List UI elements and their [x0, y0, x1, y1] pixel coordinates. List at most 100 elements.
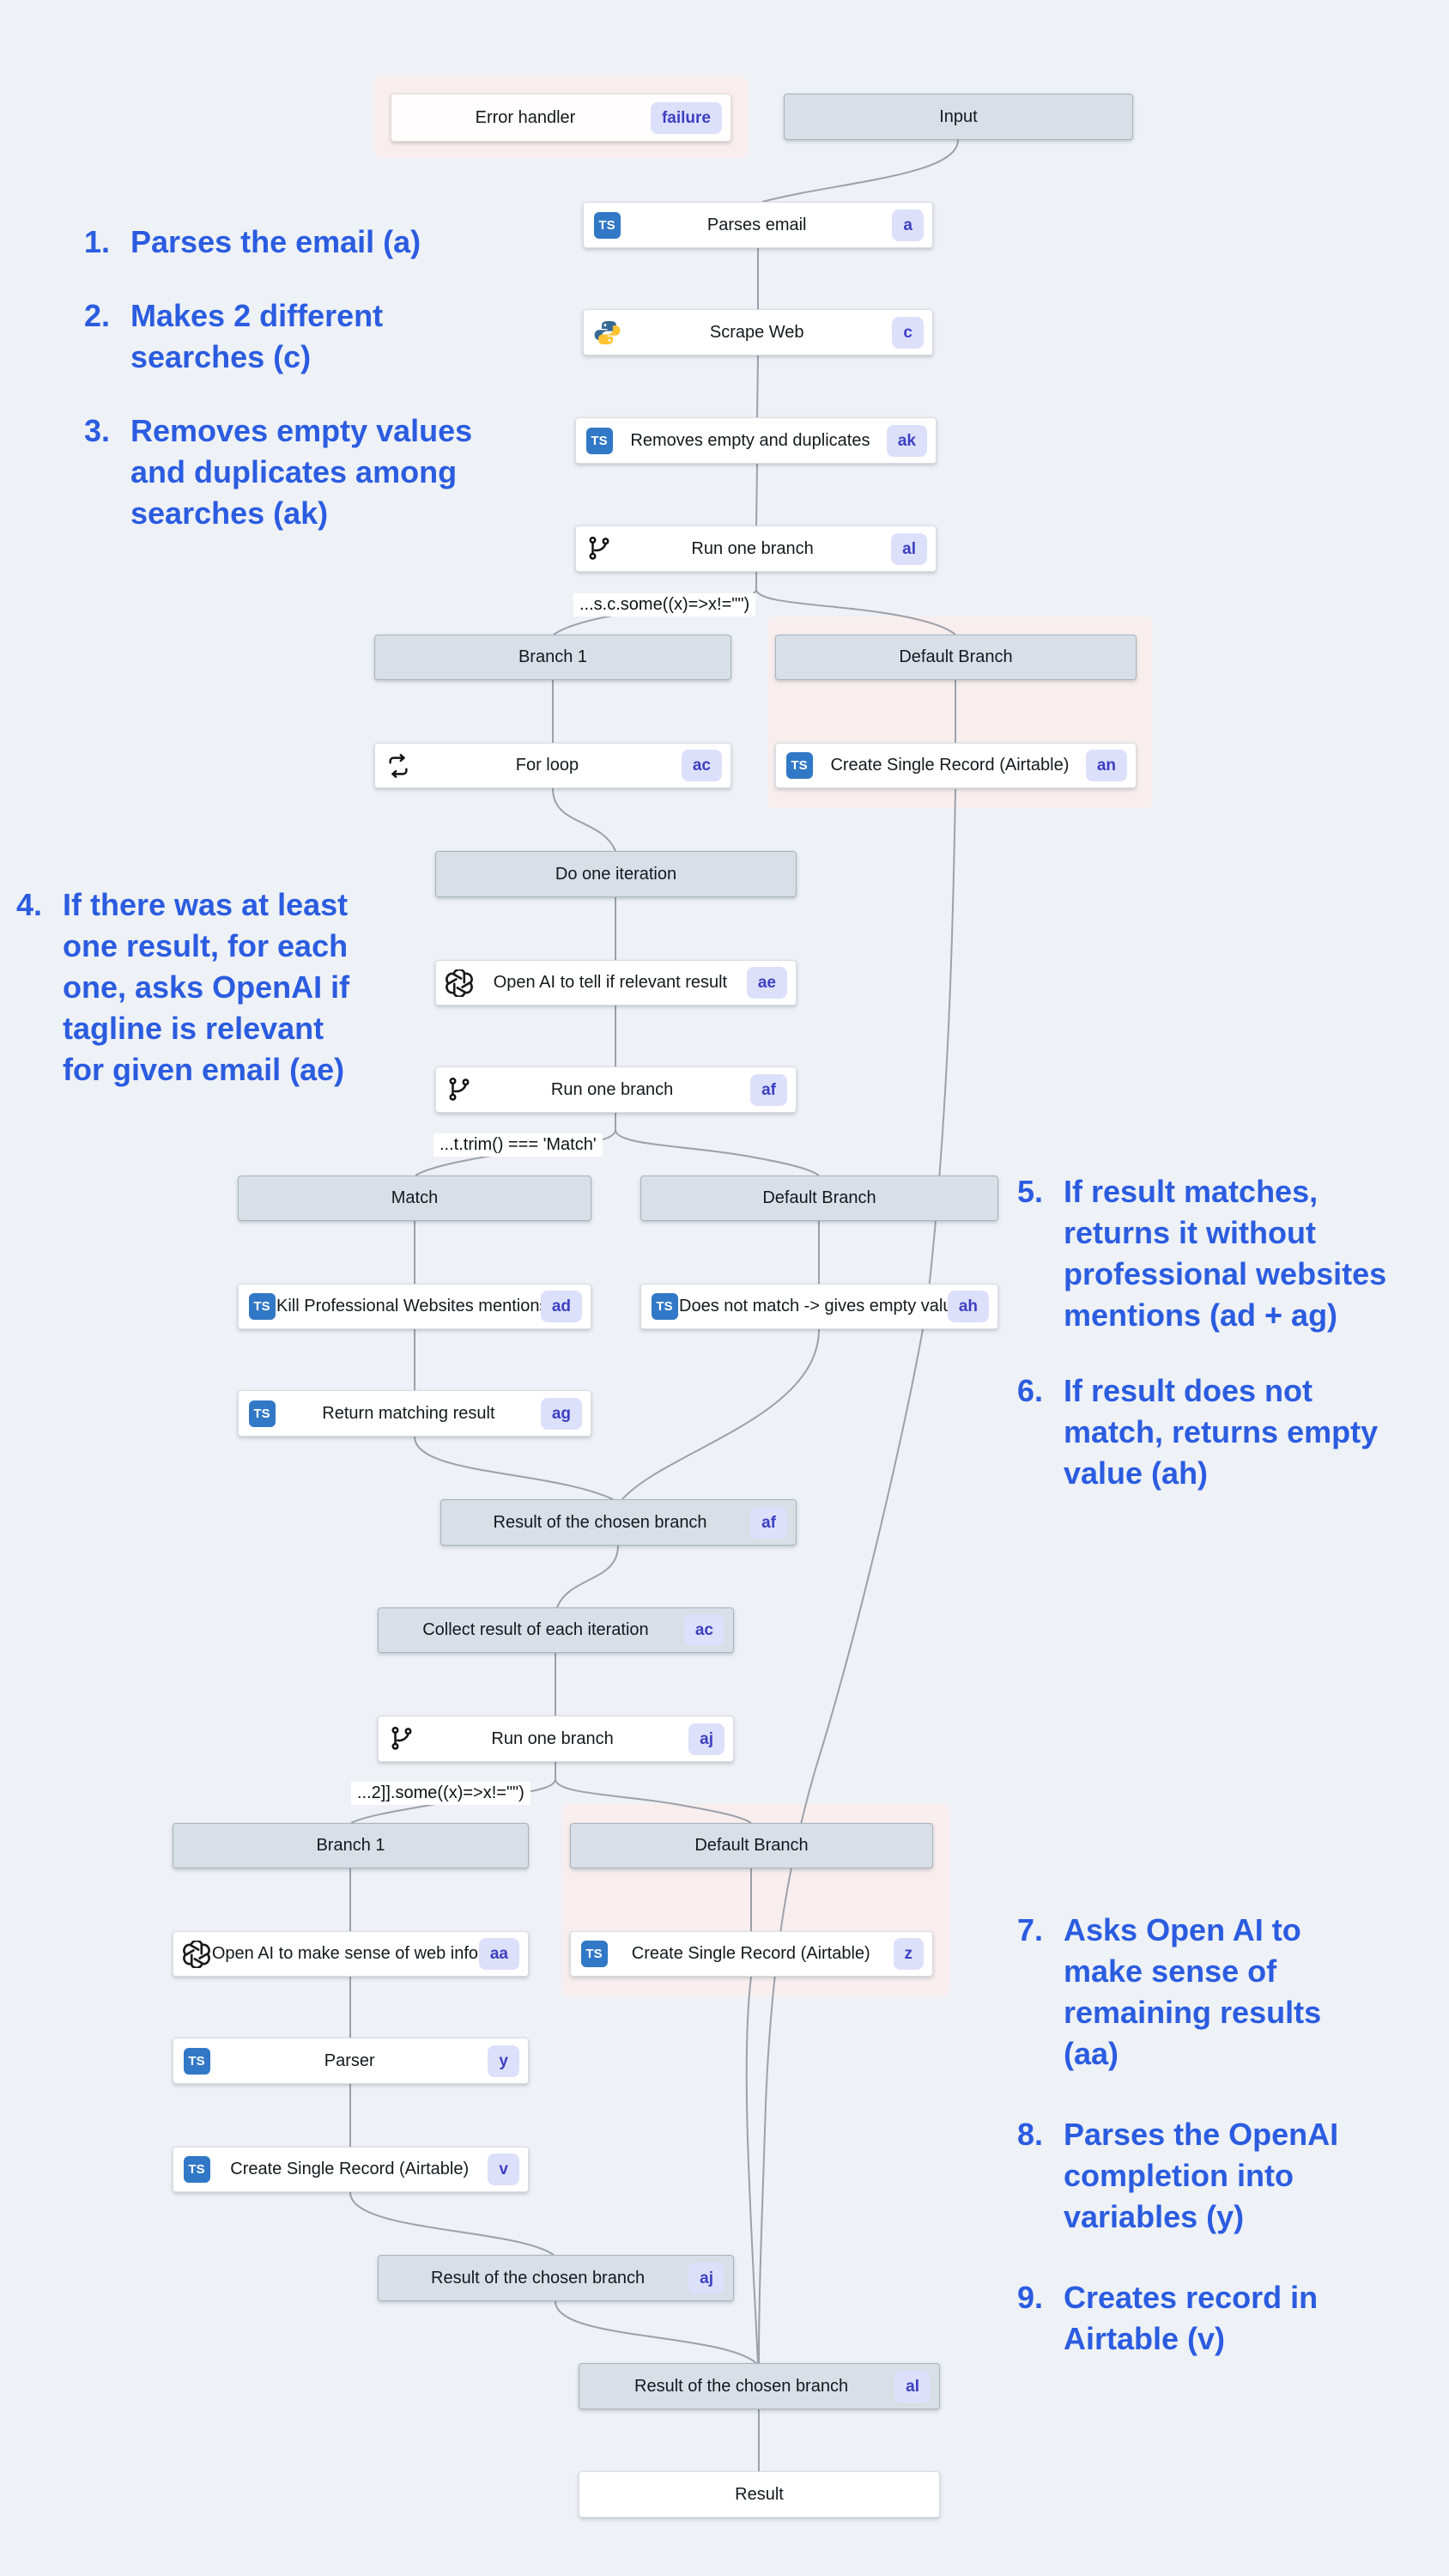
node-removes-empty-duplicates[interactable]: TS Removes empty and duplicates ak [575, 417, 937, 464]
node-label: Default Branch [899, 647, 1013, 666]
node-badge: v [488, 2154, 519, 2185]
notes-block-4: 7.Asks Open AI to make sense of remainin… [1017, 1910, 1338, 2360]
node-default-branch-header-2[interactable]: Default Branch [640, 1176, 998, 1221]
node-branch-1-header-2[interactable]: Branch 1 [173, 1823, 529, 1868]
node-result-of-chosen-branch-al[interactable]: Result of the chosen branch al [579, 2363, 940, 2409]
node-label: Default Branch [694, 1836, 809, 1855]
branch-condition-3: ...2]].some((x)=>x!="") [351, 1782, 530, 1805]
node-label: Does not match -> gives empty value [679, 1297, 948, 1315]
typescript-icon: TS [579, 1940, 609, 1969]
node-badge: ac [681, 750, 722, 781]
node-label: Error handler [475, 107, 576, 127]
node-badge: ac [683, 1614, 724, 1646]
node-parser[interactable]: TS Parser y [173, 2038, 529, 2084]
node-do-one-iteration[interactable]: Do one iteration [435, 851, 797, 897]
node-default-branch-header-1[interactable]: Default Branch [775, 635, 1137, 680]
node-match-header[interactable]: Match [238, 1176, 591, 1221]
node-label: Match [391, 1188, 439, 1207]
note-5: 5.If result matches, returns it without … [1017, 1174, 1387, 1333]
node-badge: ah [947, 1291, 989, 1322]
node-input[interactable]: Input [784, 94, 1133, 140]
node-run-one-branch-al[interactable]: Run one branch al [575, 526, 937, 572]
node-badge: aj [688, 2262, 724, 2294]
note-2: 2.Makes 2 different searches (c) [84, 298, 384, 374]
node-label: Kill Professional Websites mentions [276, 1297, 541, 1315]
node-run-one-branch-af[interactable]: Run one branch af [435, 1066, 797, 1113]
note-7: 7.Asks Open AI to make sense of remainin… [1017, 1912, 1322, 2071]
node-does-not-match[interactable]: TS Does not match -> gives empty value a… [640, 1284, 998, 1329]
node-openai-relevant-result[interactable]: Open AI to tell if relevant result ae [435, 960, 797, 1005]
note-3: 3.Removes empty values and duplicates am… [84, 413, 473, 531]
node-badge: aj [688, 1722, 724, 1755]
node-error-handler[interactable]: Error handler failure [391, 94, 731, 142]
node-return-matching-result[interactable]: TS Return matching result ag [238, 1390, 591, 1437]
node-badge: af [750, 1073, 787, 1106]
node-label: Parser [324, 2050, 375, 2070]
branch-condition-2: ...t.trim() === 'Match' [433, 1133, 603, 1157]
node-badge: al [891, 532, 927, 565]
node-label: Create Single Record (Airtable) [830, 756, 1070, 775]
node-label: Result of the chosen branch [431, 2268, 646, 2287]
node-label: For loop [515, 756, 579, 775]
node-kill-professional-websites[interactable]: TS Kill Professional Websites mentions a… [238, 1284, 591, 1329]
node-label: Run one branch [691, 538, 814, 558]
node-label: Create Single Record (Airtable) [230, 2160, 470, 2178]
node-branch-1-header[interactable]: Branch 1 [374, 635, 731, 680]
node-result[interactable]: Result [579, 2471, 940, 2518]
node-badge: a [892, 209, 924, 241]
node-create-single-record-v[interactable]: TS Create Single Record (Airtable) v [173, 2147, 529, 2192]
node-parses-email[interactable]: TS Parses email a [583, 202, 933, 248]
node-label: Do one iteration [555, 864, 677, 884]
node-for-loop[interactable]: For loop ac [374, 743, 731, 788]
node-badge: ak [886, 424, 927, 457]
node-badge: ad [540, 1291, 582, 1322]
loop-icon [384, 751, 413, 781]
node-label: Result of the chosen branch [493, 1512, 707, 1532]
node-badge: c [892, 316, 924, 349]
node-badge: ae [746, 967, 787, 999]
node-badge: ag [540, 1397, 582, 1430]
note-1: 1.Parses the email (a) [84, 224, 421, 259]
openai-icon [182, 1940, 211, 1969]
node-label: Return matching result [322, 1403, 495, 1423]
node-label: Input [939, 106, 978, 126]
node-label: Result of the chosen branch [634, 2376, 849, 2396]
typescript-icon: TS [247, 1292, 276, 1321]
node-openai-make-sense[interactable]: Open AI to make sense of web info aa [173, 1931, 529, 1977]
node-scrape-web[interactable]: Scrape Web c [583, 309, 933, 355]
node-badge: an [1085, 750, 1127, 781]
node-label: Create Single Record (Airtable) [631, 1944, 870, 1963]
node-badge: af [750, 1506, 787, 1539]
python-icon [592, 318, 621, 347]
node-label: Collect result of each iteration [422, 1620, 649, 1639]
node-create-single-record-an[interactable]: TS Create Single Record (Airtable) an [775, 743, 1137, 788]
openai-icon [445, 969, 474, 998]
node-label: Removes empty and duplicates [630, 430, 870, 450]
node-label: Run one branch [491, 1728, 614, 1748]
node-label: Branch 1 [518, 647, 588, 666]
notes-block-1: 1.Parses the email (a) 2.Makes 2 differe… [84, 222, 472, 534]
node-collect-result[interactable]: Collect result of each iteration ac [378, 1607, 734, 1653]
typescript-icon: TS [585, 426, 614, 455]
typescript-icon: TS [650, 1292, 679, 1321]
note-6: 6.If result does not match, returns empt… [1017, 1373, 1379, 1491]
node-label: Branch 1 [316, 1836, 385, 1855]
node-badge: al [894, 2370, 931, 2403]
node-run-one-branch-aj[interactable]: Run one branch aj [378, 1716, 734, 1762]
typescript-icon: TS [785, 751, 814, 781]
node-label: Run one branch [550, 1079, 674, 1099]
node-label: Default Branch [762, 1188, 876, 1207]
note-9: 9.Creates record in Airtable (v) [1017, 2280, 1319, 2356]
notes-block-3: 5.If result matches, returns it without … [1017, 1171, 1386, 1494]
git-branch-icon [445, 1075, 474, 1104]
node-label: Open AI to tell if relevant result [493, 973, 728, 992]
node-result-of-chosen-branch-aj[interactable]: Result of the chosen branch aj [378, 2255, 734, 2301]
git-branch-icon [585, 534, 614, 563]
node-create-single-record-z[interactable]: TS Create Single Record (Airtable) z [570, 1931, 933, 1977]
node-default-branch-header-3[interactable]: Default Branch [570, 1823, 933, 1868]
node-badge: y [488, 2044, 519, 2077]
typescript-icon: TS [182, 2046, 211, 2075]
typescript-icon: TS [182, 2155, 211, 2184]
node-label: Open AI to make sense of web info [211, 1944, 479, 1963]
node-result-of-chosen-branch-af[interactable]: Result of the chosen branch af [440, 1499, 797, 1546]
